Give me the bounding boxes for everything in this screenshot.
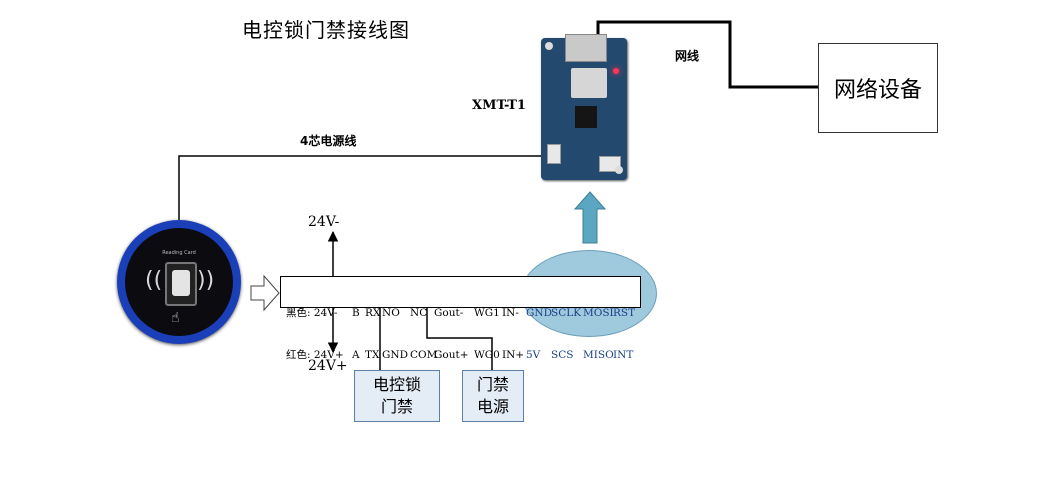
module-name-label: XMT-T1 [472, 98, 526, 113]
module-pin-block: GND SCLK MOSI RST 5V SCS MISO INT [526, 278, 639, 390]
mount-hole [615, 166, 623, 174]
wave-right-icon: )) [197, 268, 215, 293]
module-pin: INT [613, 349, 634, 361]
network-cable-line [596, 20, 818, 89]
terminal-pin: GND [382, 349, 408, 361]
power-cable-label: 4芯电源线 [300, 134, 357, 148]
module-pin: GND [526, 307, 552, 319]
status-led [613, 68, 619, 74]
module-pin: MISO [583, 349, 614, 361]
up-arrow-icon [573, 191, 607, 244]
input-arrow-icon [250, 274, 280, 312]
lock-box-line-1: 电控锁 [372, 375, 421, 394]
terminal-pin: 黑色: 24V- [286, 307, 338, 319]
terminal-pin: NO [382, 307, 400, 319]
voltage-minus-label: 24V- [308, 214, 340, 230]
module-pin: MOSI [583, 307, 614, 319]
terminal-pin: 红色: 24V+ [286, 349, 344, 361]
module-pin: RST [613, 307, 636, 319]
terminal-pin: WG1 [474, 307, 500, 319]
page-title: 电控锁门禁接线图 [242, 18, 410, 42]
terminal-pin: A [352, 349, 360, 361]
terminal-row-2: 红色: 24V+ A TX GND COM Gout+ WG0 IN+ [286, 348, 640, 362]
board-mcu-chip [575, 106, 597, 128]
module-pin-row-2: 5V SCS MISO INT [526, 348, 639, 362]
terminal-pin: IN- [502, 307, 519, 319]
terminal-pin: Gout+ [434, 349, 469, 361]
module-pin: 5V [526, 349, 541, 361]
terminal-pin: RX [365, 307, 381, 319]
power-box-line-1: 门禁 [476, 375, 509, 394]
reader-caption: Reading Card [162, 250, 196, 256]
access-power-box: 门禁 电源 [462, 370, 524, 422]
terminal-pin: NC [410, 307, 428, 319]
power-supply-wire [426, 306, 493, 370]
network-device-box: 网络设备 [818, 43, 938, 133]
mount-hole [545, 42, 553, 50]
fingerprint-sensor-icon [165, 262, 197, 306]
electric-lock-box: 电控锁 门禁 [354, 370, 440, 422]
terminal-strip: 黑色: 24V- B RX NO NC Gout- WG1 IN- 红色: 24… [280, 276, 641, 361]
card-reader-face: Reading Card (( )) ☝ [125, 228, 233, 336]
rj45-port [565, 34, 607, 62]
power-connector [547, 144, 561, 164]
terminal-row-1: 黑色: 24V- B RX NO NC Gout- WG1 IN- [286, 306, 640, 320]
hand-touch-icon: ☝ [171, 310, 180, 326]
module-pin-row-1: GND SCLK MOSI RST [526, 306, 639, 320]
module-pin: SCLK [551, 307, 582, 319]
wave-left-icon: (( [145, 268, 163, 293]
power-cable-line [178, 155, 541, 222]
power-box-line-2: 电源 [476, 397, 509, 416]
module-pin: SCS [551, 349, 574, 361]
lock-box-line-2: 门禁 [380, 397, 413, 416]
board-chip-shield [571, 68, 607, 98]
terminal-pin: B [352, 307, 360, 319]
voltage-plus-label: 24V+ [308, 358, 348, 374]
terminal-pin: TX [365, 349, 380, 361]
terminal-pin: Gout- [434, 307, 464, 319]
terminal-pin: IN+ [502, 349, 525, 361]
xmt-t1-board [541, 34, 627, 180]
terminal-pin: WG0 [474, 349, 500, 361]
network-cable-label: 网线 [675, 49, 700, 63]
terminal-pin: COM [410, 349, 438, 361]
